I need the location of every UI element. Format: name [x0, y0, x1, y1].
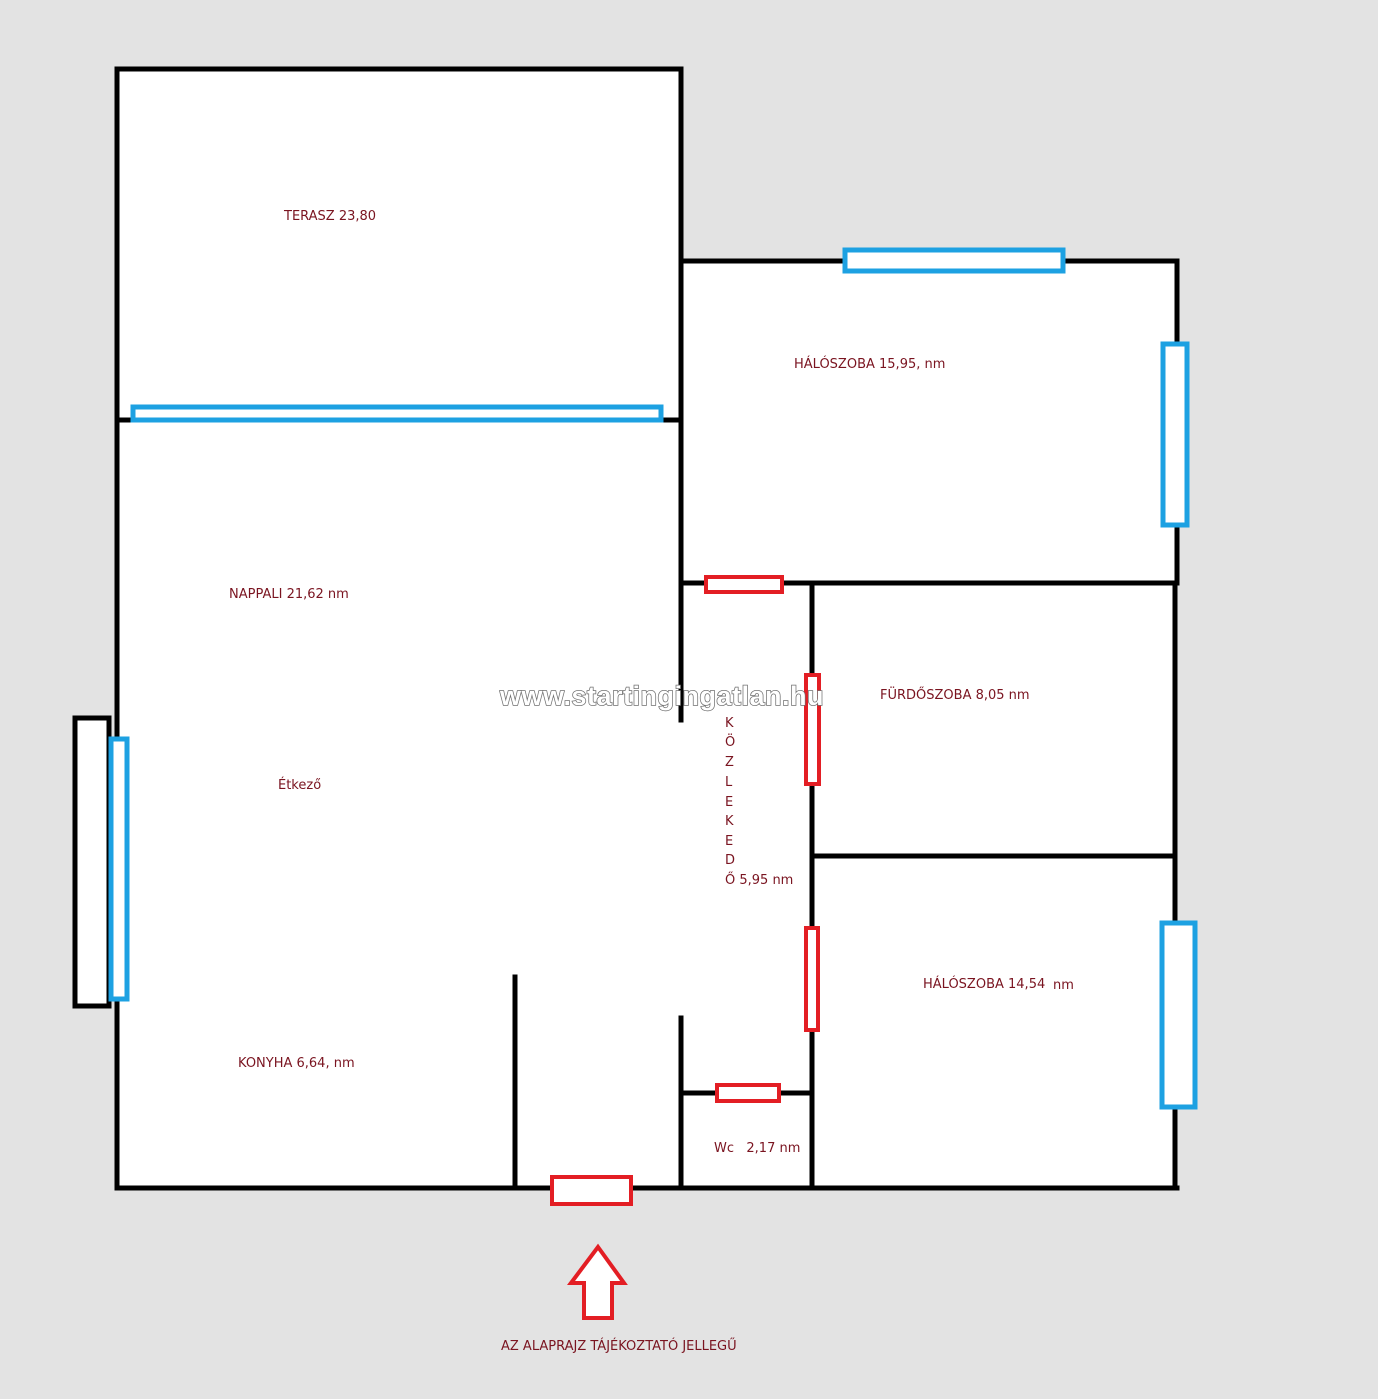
- window-bedroom2-east: [1159, 920, 1198, 1110]
- window-living-west: [108, 736, 130, 1002]
- label-living-room: NAPPALI 21,62 nm: [229, 587, 349, 602]
- door-entrance: [550, 1175, 633, 1206]
- label-terrace: TERASZ 23,80: [283, 209, 376, 224]
- floor-west-wing: [117, 69, 681, 1188]
- balcony-box: [75, 718, 109, 1006]
- window-bedroom1-north: [842, 247, 1066, 274]
- hallway-letter: L: [725, 775, 733, 790]
- hallway-area: Ő 5,95 nm: [725, 872, 793, 888]
- doors: [550, 575, 821, 1206]
- hallway-letter: K: [725, 814, 734, 829]
- hallway-letter: K: [725, 716, 734, 731]
- hallway-letter: D: [725, 853, 735, 868]
- disclaimer: AZ ALAPRAJZ TÁJÉKOZTATÓ JELLEGŰ: [501, 1338, 737, 1354]
- label-dining: Étkező: [278, 777, 321, 793]
- floor-areas: [75, 69, 1177, 1188]
- entrance-arrow-icon: [567, 1243, 628, 1320]
- door-bedroom1: [704, 575, 784, 594]
- label-bedroom1: HÁLÓSZOBA 15,95, nm: [794, 356, 945, 372]
- floor-east-wing: [681, 261, 1177, 1188]
- door-bedroom2: [804, 926, 820, 1032]
- label-bedroom2: HÁLÓSZOBA 14,54: [923, 976, 1045, 992]
- door-wc: [715, 1083, 781, 1103]
- label-bedroom2-unit: nm: [1053, 978, 1074, 993]
- hallway-letter: Ö: [725, 733, 735, 750]
- door-bathroom: [804, 673, 821, 786]
- watermark: www.startingingatlan.hu: [499, 681, 824, 711]
- label-wc: Wc 2,17 nm: [714, 1141, 800, 1156]
- label-kitchen: KONYHA 6,64, nm: [238, 1056, 355, 1071]
- label-hallway: K Ö Z L E K E D Ő 5,95 nm: [725, 716, 793, 888]
- window-bedroom1-east: [1160, 341, 1190, 528]
- hallway-letter: E: [725, 795, 733, 810]
- windows: [108, 247, 1198, 1110]
- label-bathroom: FÜRDŐSZOBA 8,05 nm: [880, 686, 1030, 703]
- hallway-letter: Z: [725, 755, 734, 770]
- hallway-letter: E: [725, 834, 733, 849]
- window-terrace-door: [130, 404, 664, 423]
